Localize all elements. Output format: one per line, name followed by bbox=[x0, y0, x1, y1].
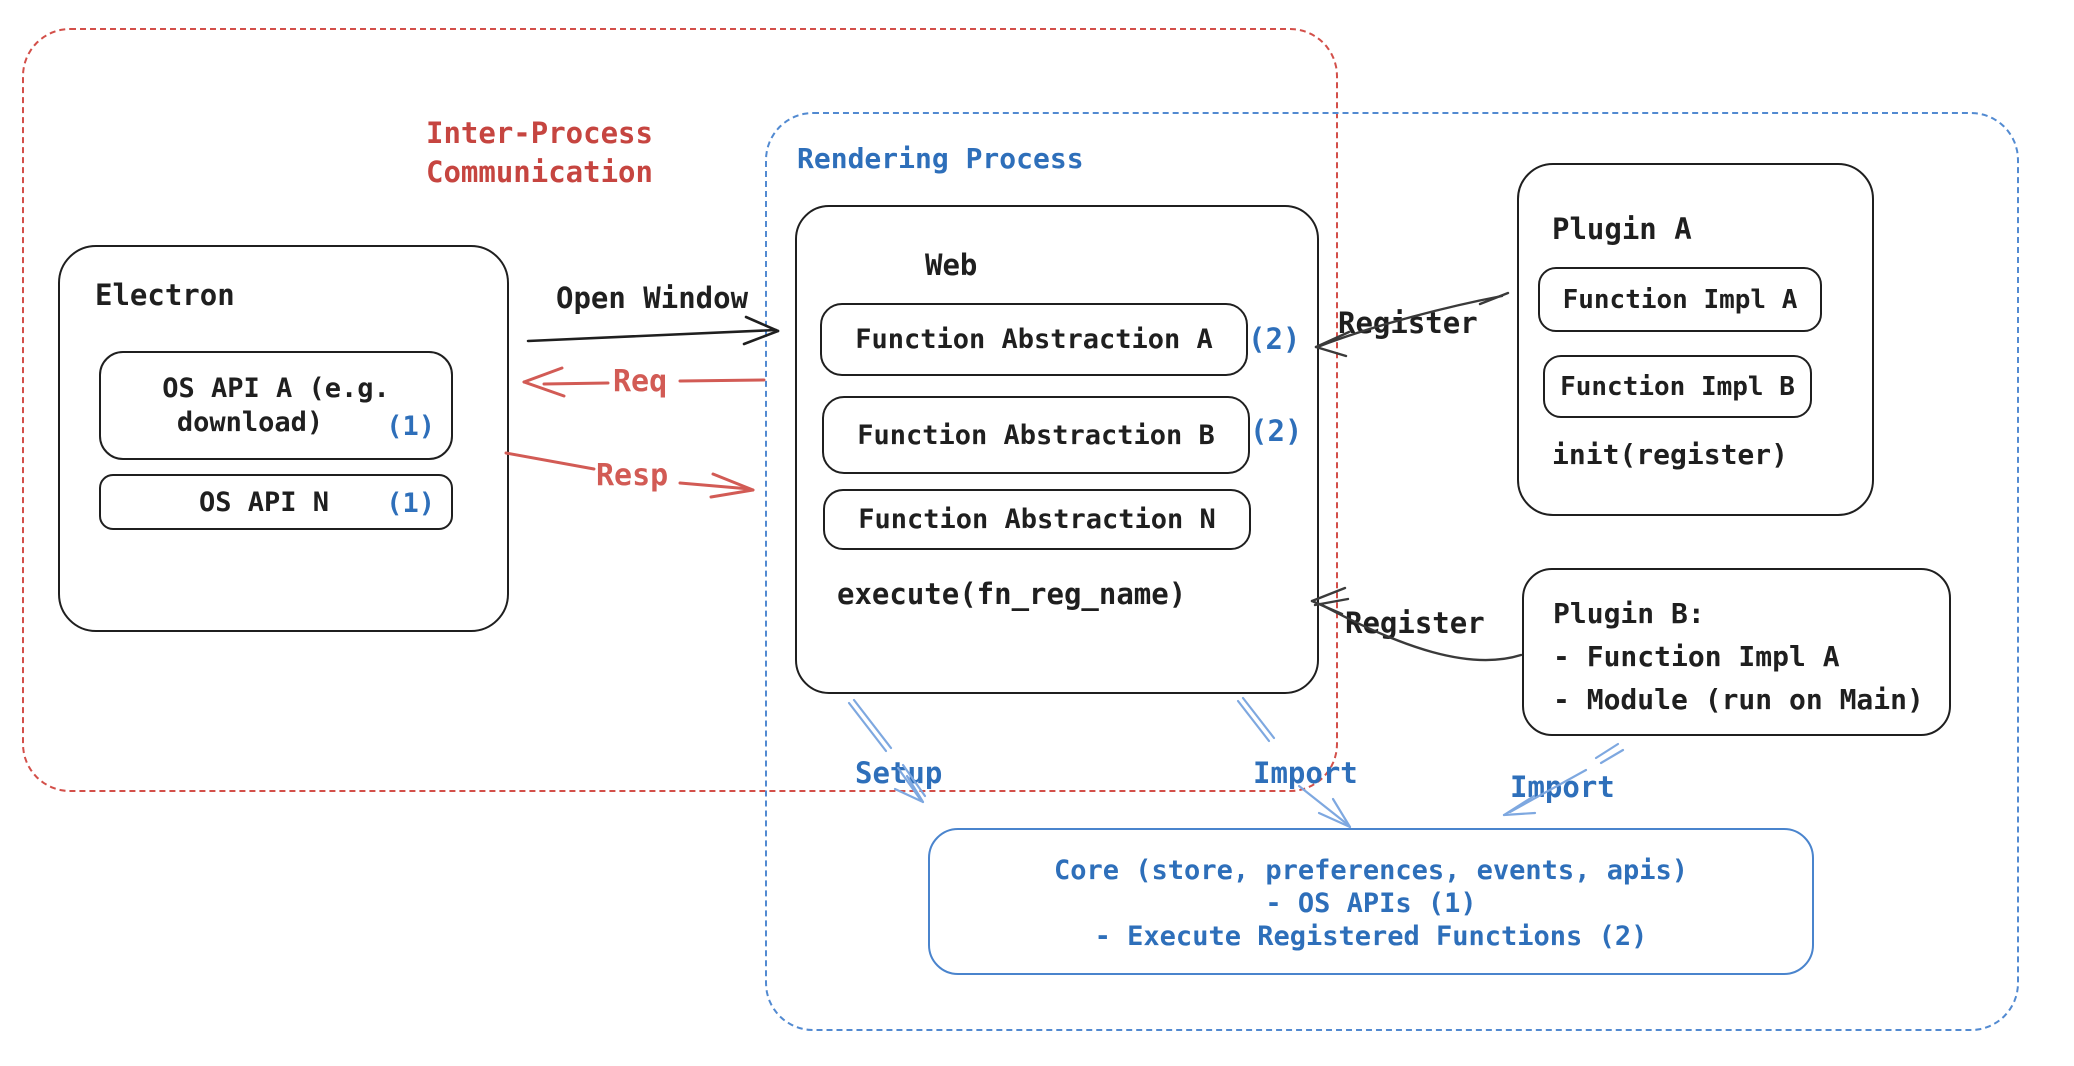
function-impl-b-label: Function Impl B bbox=[1560, 371, 1795, 402]
register-top-label: Register bbox=[1338, 306, 1478, 340]
os-api-n-label: OS API N bbox=[198, 486, 330, 518]
plugin-b-text: Plugin B: - Function Impl A - Module (ru… bbox=[1553, 592, 1924, 721]
ipc-title-line2: Communication bbox=[426, 155, 653, 189]
resp-label: Resp bbox=[596, 458, 669, 493]
import-plugin-label: Import bbox=[1510, 770, 1615, 804]
req-label: Req bbox=[613, 364, 668, 399]
os-api-a-box: OS API A (e.g. download) (1) bbox=[99, 351, 453, 460]
execute-label: execute(fn_reg_name) bbox=[837, 577, 1187, 611]
function-abstraction-b-box: Function Abstraction B bbox=[822, 396, 1250, 474]
os-api-a-line2: download) bbox=[176, 406, 324, 438]
os-api-a-line1: OS API A (e.g. bbox=[162, 372, 390, 404]
open-window-label: Open Window bbox=[556, 281, 749, 315]
electron-box bbox=[58, 245, 509, 632]
rendering-process-group-box bbox=[765, 112, 2019, 1031]
core-box: Core (store, preferences, events, apis) … bbox=[928, 828, 1814, 975]
web-box bbox=[795, 205, 1319, 694]
plugin-a-title: Plugin A bbox=[1552, 212, 1692, 246]
ipc-title-line1: Inter-Process bbox=[426, 116, 653, 150]
plugin-b-item-2: - Module (run on Main) bbox=[1553, 683, 1924, 716]
os-api-n-box: OS API N (1) bbox=[99, 474, 453, 530]
setup-label: Setup bbox=[855, 756, 943, 790]
import-web-label: Import bbox=[1253, 756, 1358, 790]
core-line2: - OS APIs (1) bbox=[1265, 888, 1477, 919]
rendering-process-title: Rendering Process bbox=[797, 142, 1084, 175]
os-api-n-badge: (1) bbox=[386, 488, 435, 519]
function-abstraction-a-badge: (2) bbox=[1248, 322, 1301, 356]
core-line3: - Execute Registered Functions (2) bbox=[1094, 921, 1648, 952]
ipc-group-box bbox=[22, 28, 1338, 792]
register-bottom-label: Register bbox=[1345, 606, 1485, 640]
function-abstraction-b-badge: (2) bbox=[1250, 414, 1303, 448]
core-line1: Core (store, preferences, events, apis) bbox=[1054, 855, 1688, 886]
plugin-b-title: Plugin B: bbox=[1553, 597, 1705, 630]
plugin-b-box bbox=[1522, 568, 1951, 736]
function-impl-a-box: Function Impl A bbox=[1538, 267, 1822, 332]
web-title: Web bbox=[925, 248, 978, 282]
function-abstraction-n-label: Function Abstraction N bbox=[858, 504, 1216, 535]
function-abstraction-n-box: Function Abstraction N bbox=[823, 489, 1251, 550]
init-register-label: init(register) bbox=[1552, 438, 1789, 471]
function-abstraction-a-label: Function Abstraction A bbox=[855, 324, 1213, 355]
plugin-a-box bbox=[1517, 163, 1874, 516]
os-api-a-badge: (1) bbox=[386, 411, 435, 442]
function-abstraction-a-box: Function Abstraction A bbox=[820, 303, 1248, 376]
function-abstraction-b-label: Function Abstraction B bbox=[857, 419, 1215, 451]
electron-title: Electron bbox=[95, 278, 235, 312]
function-impl-a-label: Function Impl A bbox=[1562, 284, 1798, 315]
ipc-group-title: Inter-Process Communication bbox=[426, 114, 653, 192]
plugin-b-item-1: - Function Impl A bbox=[1553, 640, 1840, 673]
function-impl-b-box: Function Impl B bbox=[1543, 355, 1812, 418]
